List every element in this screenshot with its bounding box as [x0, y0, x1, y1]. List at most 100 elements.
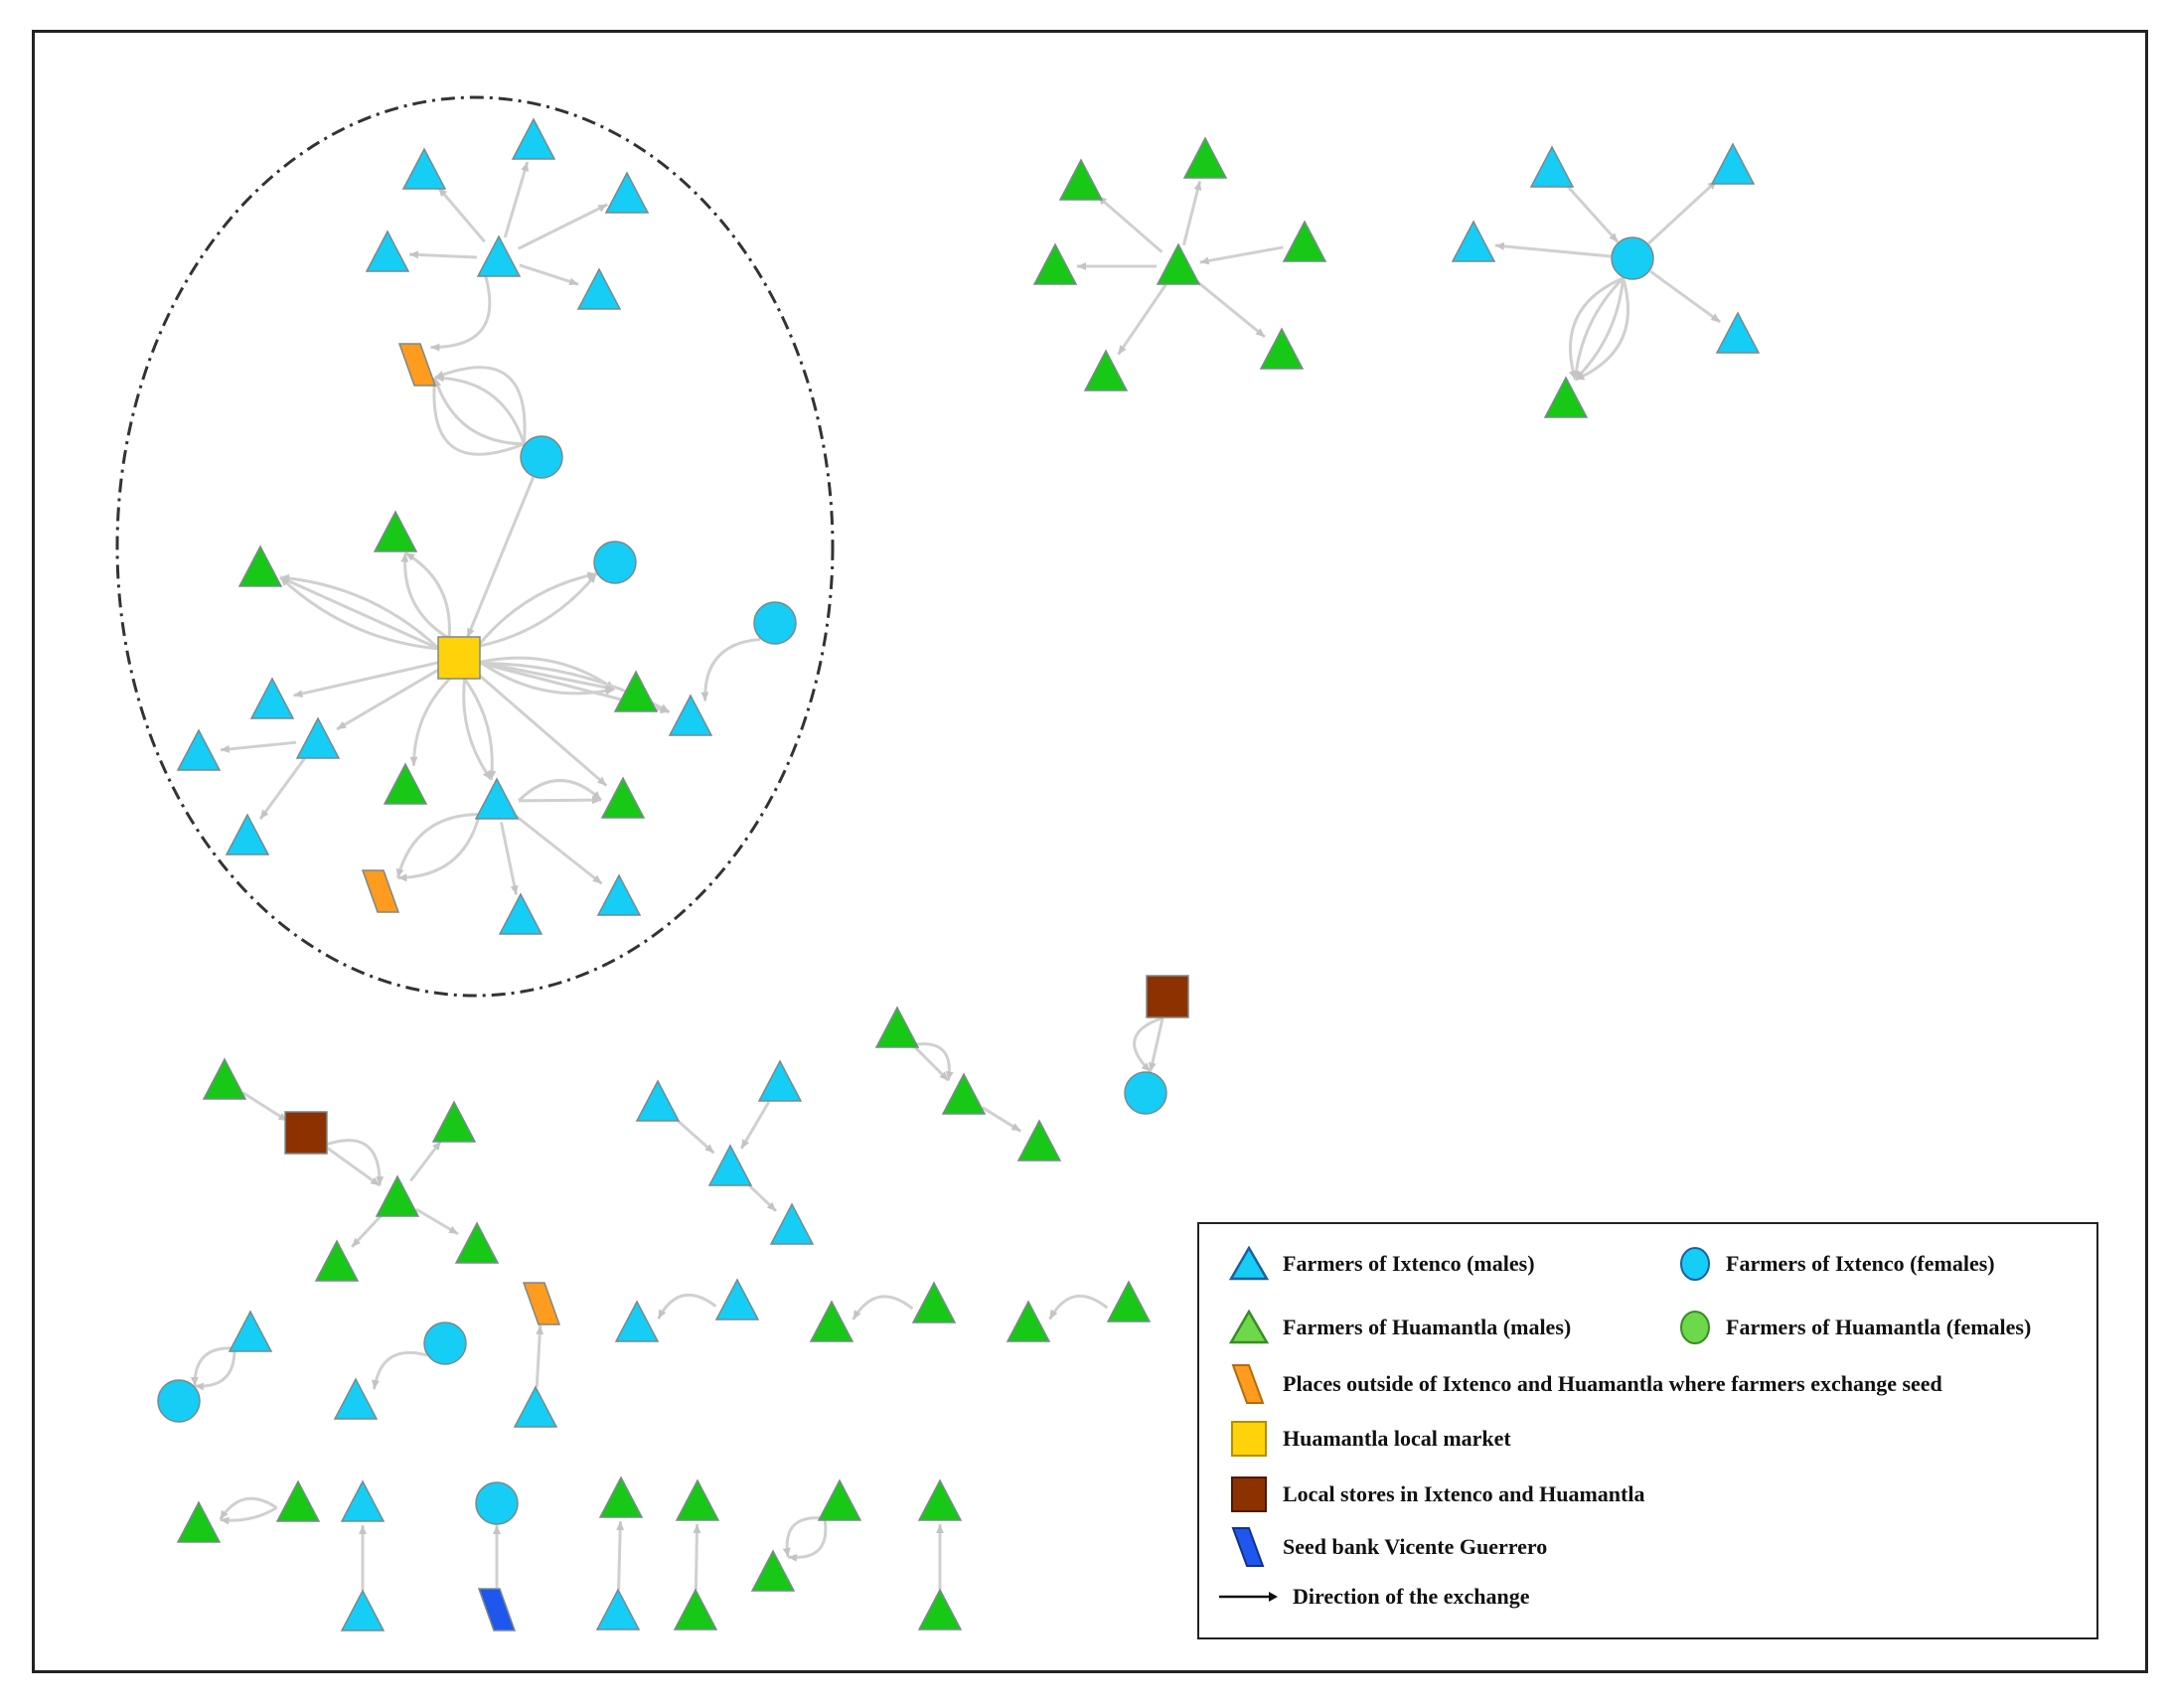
huamantla-male-node — [1058, 158, 1104, 201]
huamantla-male-node — [675, 1478, 720, 1521]
legend-label: Places outside of Ixtenco and Huamantla … — [1283, 1371, 1942, 1396]
exchange-edge — [1572, 276, 1625, 381]
huamantla-male-node — [1016, 1119, 1062, 1162]
exchange-edge — [293, 661, 438, 698]
ixtenco-male-node — [595, 1588, 641, 1630]
ixtenco-male-node — [596, 873, 642, 916]
ixtenco-male-node — [707, 1144, 753, 1186]
exchange-edge — [1096, 195, 1163, 253]
ixtenco-male-node — [604, 171, 650, 214]
legend-label: Farmers of Ixtenco (males) — [1283, 1251, 1535, 1276]
ixtenco-male-node — [635, 1079, 681, 1122]
huamantla-male-node — [1182, 136, 1228, 179]
exchange-edge — [912, 1042, 954, 1081]
exchange-edge — [430, 275, 492, 352]
huamantla-male-node — [1032, 242, 1078, 285]
legend-item-outside-places: Places outside of Ixtenco and Huamantla … — [1229, 1363, 1942, 1405]
exchange-edge — [408, 250, 478, 259]
huamantla-male-node — [237, 544, 283, 587]
cluster-outline — [115, 95, 835, 998]
brown-square-icon — [1231, 1476, 1267, 1512]
huamantla-male-node — [202, 1057, 247, 1100]
ixtenco-male-node — [714, 1278, 760, 1320]
huamantla-male-node — [1543, 376, 1589, 418]
huamantla-male-node — [314, 1239, 360, 1282]
exchange-edge — [415, 1207, 459, 1236]
exchange-edge — [404, 551, 451, 639]
exchange-edge — [479, 661, 615, 696]
ixtenco-female-node — [157, 1379, 201, 1423]
huamantla-male-node — [673, 1588, 718, 1630]
legend-label: Huamantla local market — [1283, 1426, 1511, 1451]
local-store-node — [284, 1111, 328, 1155]
huamantla-male-node — [817, 1478, 862, 1521]
blue-triangle-icon — [1229, 1246, 1269, 1281]
exchange-edge — [462, 679, 493, 781]
exchange-edge — [194, 1348, 236, 1391]
huamantla-male-node — [750, 1549, 796, 1592]
exchange-edge — [437, 186, 486, 243]
exchange-edge — [657, 1293, 717, 1320]
exchange-edge — [1574, 277, 1626, 382]
exchange-edge — [433, 377, 525, 446]
legend-label: Farmers of Huamantla (males) — [1283, 1315, 1572, 1339]
huamantla-male-node — [613, 670, 659, 712]
exchange-edge — [409, 1140, 442, 1182]
ixtenco-male-node — [513, 1385, 558, 1428]
legend-label: Seed bank Vicente Guerrero — [1283, 1534, 1548, 1559]
exchange-edge — [474, 671, 608, 787]
exchange-edge — [693, 1523, 701, 1591]
huamantla-male-node — [874, 1006, 920, 1048]
huamantla-male-node — [917, 1588, 963, 1630]
exchange-edge — [429, 378, 525, 456]
ixtenco-female-node — [520, 435, 563, 479]
ixtenco-male-node — [249, 677, 295, 719]
huamantla-male-node — [1259, 327, 1305, 370]
legend-item-ixtenco-males: Farmers of Ixtenco (males) — [1229, 1246, 1535, 1282]
exchange-edge — [782, 1516, 826, 1558]
exchange-edge — [336, 667, 441, 731]
ixtenco-male-node — [401, 147, 447, 190]
huamantla-male-node — [1156, 242, 1201, 285]
yellow-square-icon — [1231, 1421, 1267, 1457]
huamantla-male-node — [1282, 220, 1327, 262]
ixtenco-male-node — [340, 1589, 386, 1631]
green-circle-icon — [1680, 1311, 1710, 1344]
huamantla-male-node — [1083, 349, 1129, 391]
huamantla-male-node — [373, 510, 418, 552]
exchange-edge — [1148, 1017, 1164, 1072]
exchange-edge — [219, 1496, 278, 1521]
exchange-edge — [1048, 1294, 1109, 1320]
ixtenco-female-node — [593, 541, 637, 584]
ixtenco-female-node — [753, 601, 797, 645]
huamantla-male-node — [275, 1479, 321, 1522]
legend-item-huamantla-males: Farmers of Huamantla (males) — [1229, 1310, 1571, 1345]
huamantla-male-node — [1106, 1280, 1152, 1322]
exchange-edge — [480, 660, 615, 692]
exchange-edge — [1133, 1016, 1163, 1073]
huamantla-male-node — [809, 1300, 854, 1342]
ixtenco-male-node — [228, 1310, 273, 1352]
ixtenco-male-node — [511, 117, 556, 160]
green-triangle-icon — [1229, 1310, 1269, 1344]
legend-label: Local stores in Ixtenco and Huamantla — [1283, 1481, 1645, 1506]
exchange-edge — [279, 575, 440, 651]
huamantla-male-node — [598, 1475, 644, 1518]
ixtenco-female-node — [1124, 1071, 1167, 1115]
exchange-edge — [220, 740, 297, 753]
exchange-edge — [981, 1106, 1022, 1133]
exchange-edge — [1117, 283, 1167, 356]
exchange-edge — [513, 813, 603, 885]
ixtenco-male-node — [576, 267, 622, 310]
exchange-edge — [852, 1295, 914, 1320]
legend-label: Direction of the exchange — [1293, 1584, 1530, 1609]
outside-place-node — [361, 869, 400, 913]
huamantla-male-node — [176, 1500, 222, 1543]
exchange-edge — [1648, 269, 1722, 324]
exchange-edge — [397, 814, 482, 882]
legend-item-ixtenco-females: Farmers of Ixtenco (females) — [1678, 1246, 1995, 1282]
exchange-edge — [477, 572, 598, 648]
exchange-edge — [323, 1144, 381, 1187]
exchange-edge — [1568, 276, 1625, 381]
